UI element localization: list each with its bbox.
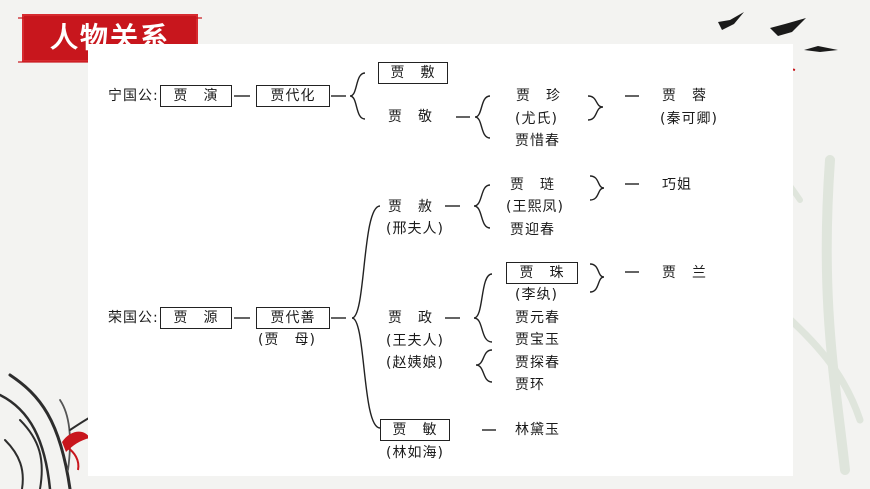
node-jia-daishan: 贾代善: [256, 307, 330, 329]
rongguo-label: 荣国公:: [108, 310, 159, 326]
node-jia-tanchun: 贾探春: [515, 355, 560, 371]
node-jia-zheng: 贾 政: [388, 310, 433, 326]
node-jia-huan: 贾环: [515, 377, 545, 393]
node-lin-ruhai: (林如海): [386, 445, 444, 461]
node-qiao-jie: 巧姐: [662, 177, 692, 193]
node-jia-jing: 贾 敬: [388, 109, 433, 125]
node-zhao-yiniang: (赵姨娘): [386, 355, 444, 371]
node-jia-yuan: 贾 源: [160, 307, 232, 329]
node-jia-she: 贾 赦: [388, 199, 433, 215]
node-jia-lian: 贾 琏: [510, 177, 555, 193]
brace-ningguo-sons: [349, 72, 366, 120]
node-jia-yingchun: 贾迎春: [510, 222, 555, 238]
ningguo-label: 宁国公:: [108, 88, 159, 104]
brace-zhen-close: [587, 95, 604, 121]
brace-rongguo-children: [351, 205, 381, 429]
brace-lian-close: [589, 175, 605, 201]
node-jia-xichun: 贾惜春: [515, 133, 560, 149]
node-jia-yan: 贾 演: [160, 85, 232, 107]
node-jia-fu: 贾 敷: [378, 62, 448, 84]
brace-zheng-wang-children: [473, 273, 493, 343]
brace-she-children: [473, 184, 491, 229]
node-you-shi: (尤氏): [515, 111, 558, 127]
node-jia-zhu: 贾 珠: [506, 262, 578, 284]
brace-zhu-close: [589, 263, 605, 293]
node-jia-rong: 贾 蓉: [662, 88, 707, 104]
node-jia-lan: 贾 兰: [662, 265, 707, 281]
node-jia-daihua: 贾代化: [256, 85, 330, 107]
node-li-wan: (李纨): [515, 287, 558, 303]
brace-zheng-zhao-children: [475, 349, 493, 383]
node-jia-zhen: 贾 珍: [516, 88, 561, 104]
diagram-panel: [88, 44, 793, 476]
node-jia-mu: (贾 母): [258, 332, 316, 348]
node-jia-baoyu: 贾宝玉: [515, 332, 560, 348]
brace-jing-children: [474, 95, 491, 139]
node-jia-yuanchun: 贾元春: [515, 310, 560, 326]
node-lin-daiyu: 林黛玉: [515, 422, 560, 438]
node-jia-min: 贾 敏: [380, 419, 450, 441]
birds-decoration: [718, 12, 838, 52]
flower-decoration: [62, 431, 90, 471]
node-xing-furen: (邢夫人): [386, 221, 444, 237]
node-wang-furen: (王夫人): [386, 333, 444, 349]
node-qin-keqing: (秦可卿): [660, 111, 718, 127]
node-wang-xifeng: (王熙凤): [506, 199, 564, 215]
